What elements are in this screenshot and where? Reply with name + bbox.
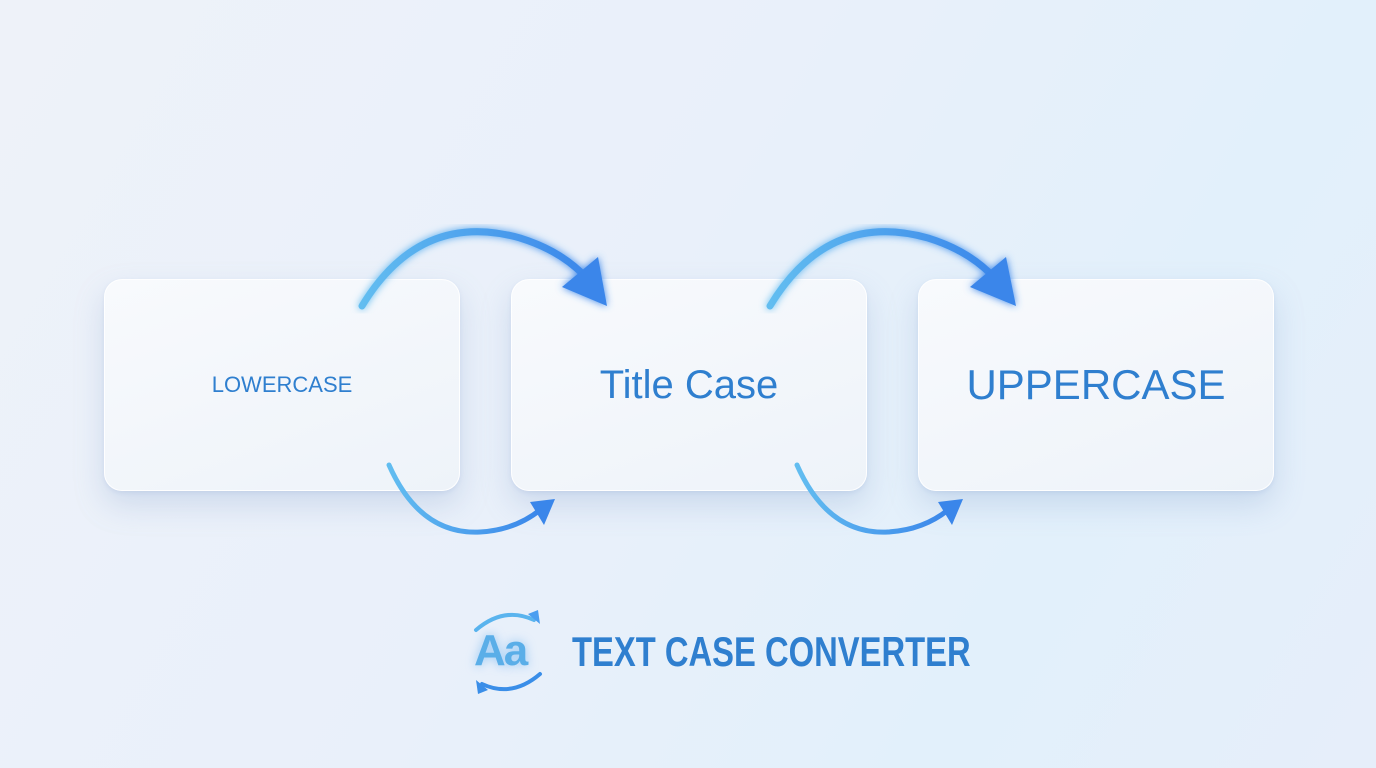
card-uppercase: UPPERCASE xyxy=(918,279,1274,491)
arrow-bottom-2 xyxy=(794,462,963,535)
card-title-case: Title Case xyxy=(511,279,867,491)
footer-brand: Aa TEXT CASE CONVERTER xyxy=(468,606,1083,698)
card-lowercase: LOWERCASE xyxy=(104,279,460,491)
case-convert-icon: Aa xyxy=(468,606,548,698)
arrow-top-1 xyxy=(358,228,607,310)
arrow-bottom-1 xyxy=(386,462,555,535)
arrow-top-2 xyxy=(766,228,1016,310)
card-label: LOWERCASE xyxy=(211,372,353,397)
logo-text: Aa xyxy=(474,626,528,675)
card-label: Title Case xyxy=(599,362,779,407)
app-title: TEXT CASE CONVERTER xyxy=(572,628,971,675)
card-label: UPPERCASE xyxy=(966,361,1226,408)
